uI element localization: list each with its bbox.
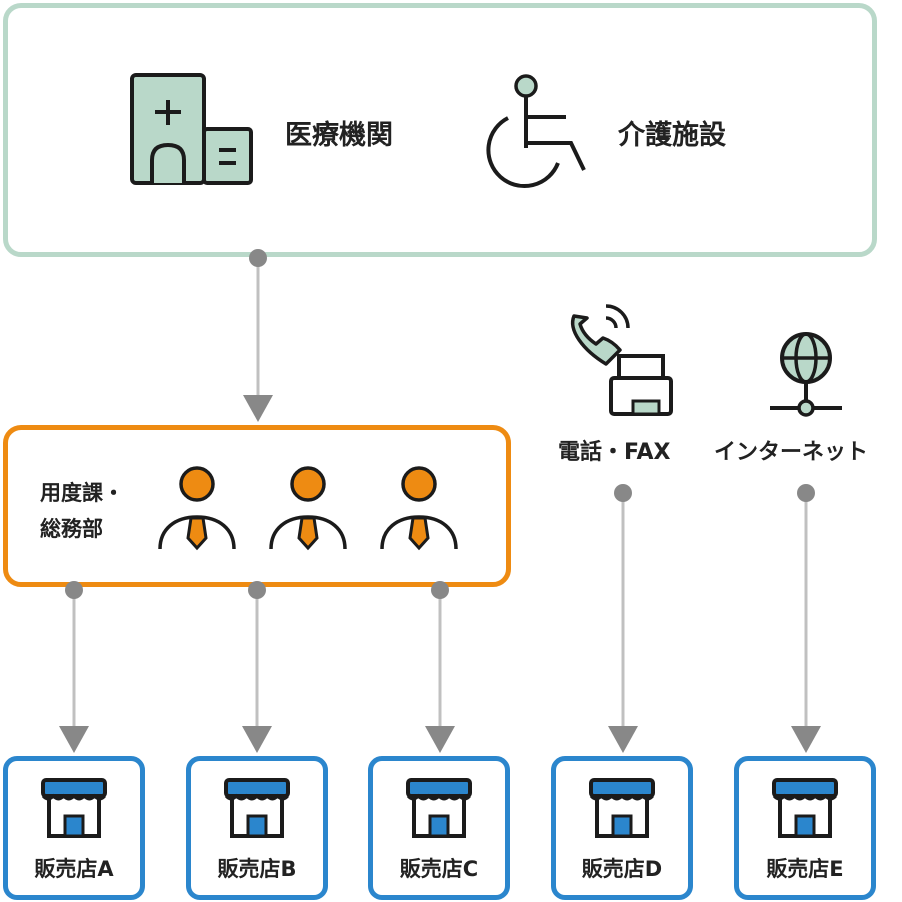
store-label-a: 販売店A	[34, 857, 114, 881]
store-label-e: 販売店E	[766, 857, 844, 881]
store-icon-c	[406, 778, 472, 838]
department-label-line2: 総務部	[40, 517, 103, 541]
connector-department-to-store-c	[425, 581, 455, 753]
care-facility-label: 介護施設	[618, 120, 726, 151]
phone-fax-label: 電話・FAX	[558, 440, 671, 465]
person-with-tie-icon-3	[380, 466, 458, 551]
wheelchair-icon	[486, 74, 586, 189]
department-box	[3, 425, 511, 587]
store-label-b: 販売店B	[217, 857, 297, 881]
person-with-tie-icon-2	[269, 466, 347, 551]
medical-institution-label: 医療機関	[285, 120, 393, 151]
internet-label: インターネット	[714, 440, 869, 465]
store-icon-d	[589, 778, 655, 838]
store-icon-b	[224, 778, 290, 838]
store-label-c: 販売店C	[399, 857, 479, 881]
store-icon-e	[772, 778, 838, 838]
connector-institutions-to-department	[243, 249, 273, 422]
store-icon-a	[41, 778, 107, 838]
connector-phone-fax-to-store-d	[608, 484, 638, 753]
department-label-line1: 用度課・	[40, 481, 124, 505]
connector-department-to-store-b	[242, 581, 272, 753]
globe-network-icon	[770, 332, 842, 417]
store-label-d: 販売店D	[581, 857, 663, 881]
person-with-tie-icon-1	[158, 466, 236, 551]
phone-fax-icon	[571, 304, 673, 416]
hospital-icon	[130, 73, 253, 185]
connector-department-to-store-a	[59, 581, 89, 753]
connector-internet-to-store-e	[791, 484, 821, 753]
